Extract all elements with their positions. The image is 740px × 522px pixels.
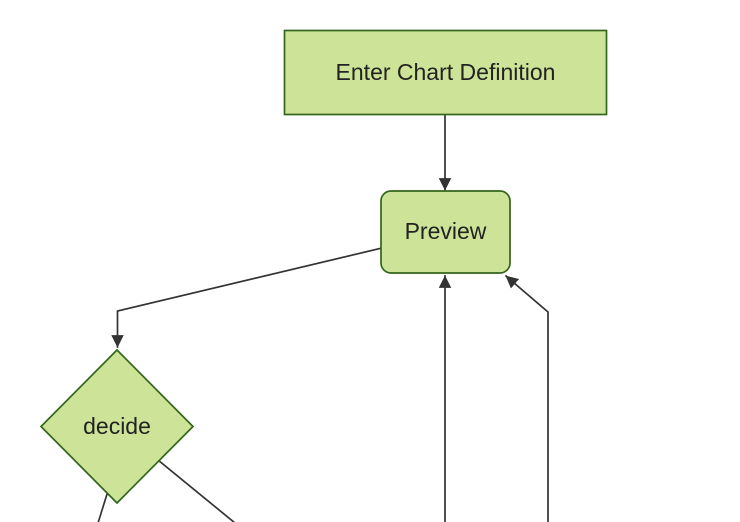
node-decide: [39, 348, 195, 505]
edge-layer: [97, 113, 549, 522]
edge-decide-to-offscreen-right: [156, 458, 236, 522]
node-enter-chart-definition: [283, 29, 608, 116]
edge-offscreen-bottomright-to-preview: [504, 274, 549, 522]
node-layer: [39, 29, 608, 505]
label-layer: Enter Chart Definition Preview decide: [83, 59, 555, 439]
node-label-preview: Preview: [405, 218, 487, 244]
edge-decide-to-offscreen-left: [97, 489, 110, 522]
node-label-enter-chart-definition: Enter Chart Definition: [336, 59, 556, 85]
node-label-decide: decide: [83, 413, 151, 439]
edge-preview-to-decide: [111, 246, 384, 348]
node-preview: [380, 190, 511, 274]
